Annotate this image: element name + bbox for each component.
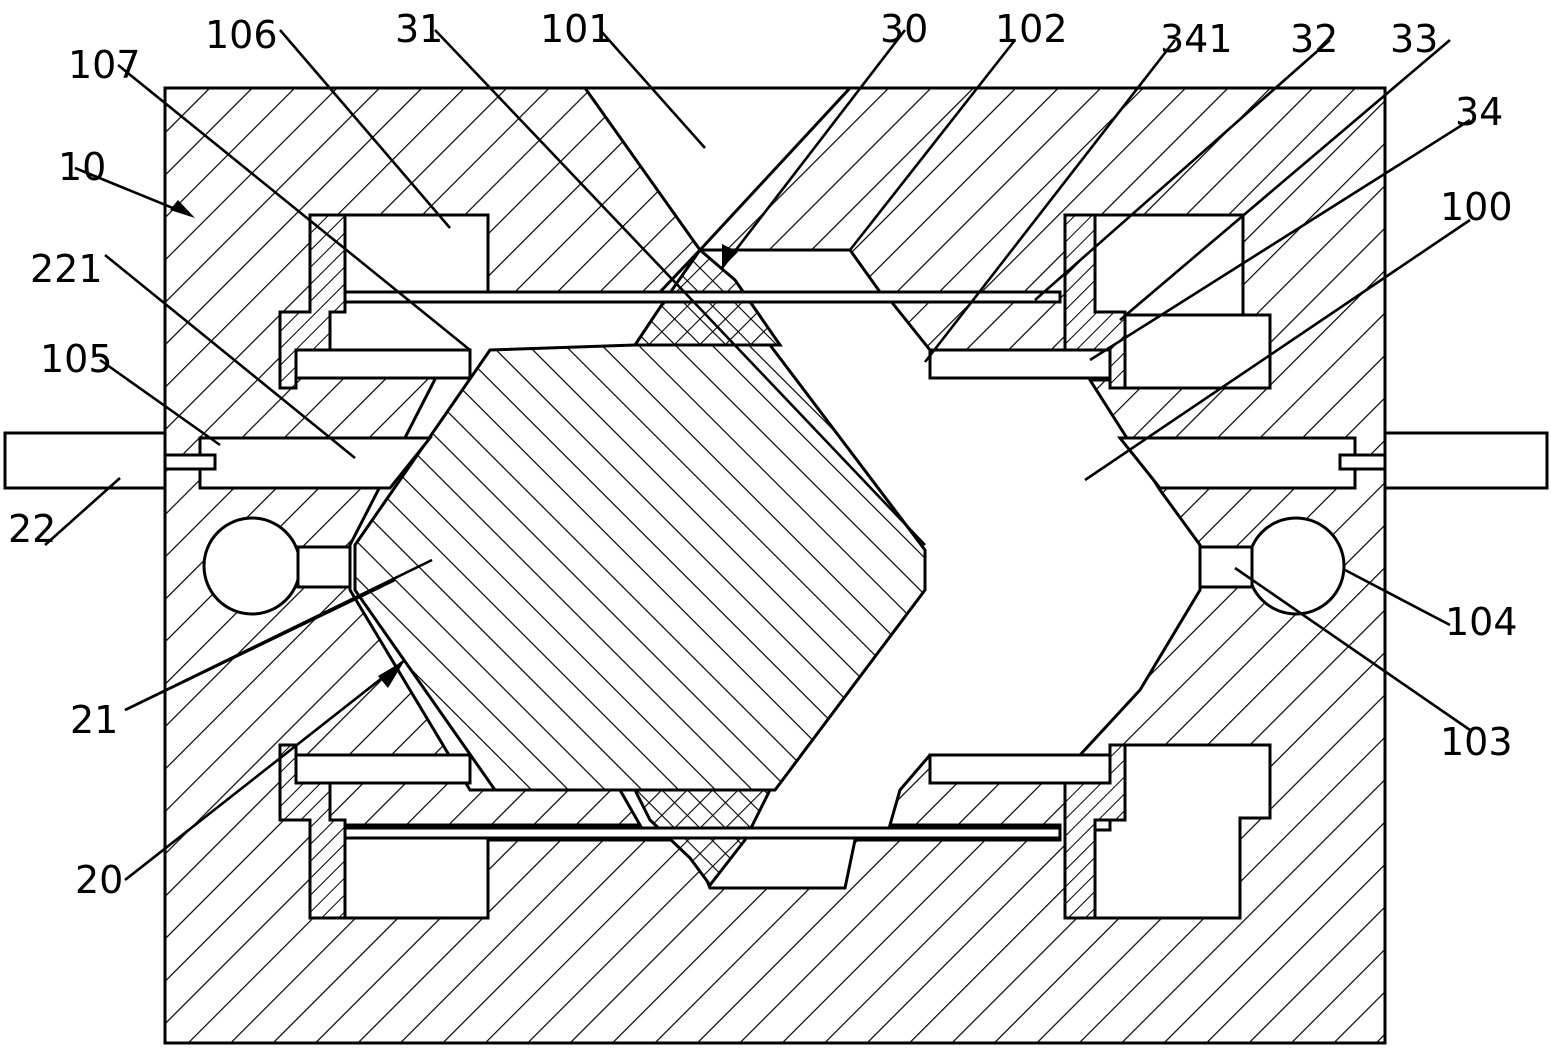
ball-104-left (202, 516, 302, 616)
rail-top (343, 290, 1062, 304)
chamber-bottom-left (343, 828, 490, 920)
arrowhead-30 (722, 244, 738, 268)
spring-top-right (928, 348, 1112, 380)
chamber-106 (343, 213, 490, 295)
stem-22-right (1383, 431, 1549, 490)
spring-top-left (293, 348, 472, 380)
label-105: 105 (40, 337, 113, 381)
leader-lines (44, 29, 1471, 882)
stem-22-left (3, 431, 167, 490)
inlet-101 (582, 86, 854, 253)
spring-bottom-right (928, 753, 1112, 785)
bracket-bottom-right (1063, 743, 1127, 920)
label-106: 106 (205, 13, 278, 57)
arrowhead-10 (170, 200, 195, 218)
label-34: 34 (1455, 90, 1503, 134)
label-31: 31 (395, 7, 443, 51)
label-33: 33 (1390, 17, 1438, 61)
label-100: 100 (1440, 185, 1513, 229)
spring-bottom-left (293, 753, 472, 785)
plug-103-right (1198, 545, 1254, 589)
label-10: 10 (58, 145, 106, 189)
label-21: 21 (70, 698, 118, 742)
rail-bottom (343, 826, 1062, 840)
label-107: 107 (68, 43, 141, 87)
chamber-top-right (1093, 213, 1245, 317)
label-102: 102 (995, 7, 1068, 51)
guide-rails (293, 290, 1112, 840)
label-104: 104 (1445, 600, 1518, 644)
label-32: 32 (1290, 17, 1338, 61)
bracket-bottom-left (278, 743, 347, 920)
channel-105-left (163, 453, 217, 471)
chamber-right-step (1108, 313, 1272, 390)
wedge-right (1116, 436, 1357, 490)
bracket-107-top-left (278, 213, 347, 390)
label-221: 221 (30, 247, 103, 291)
arrowhead-20 (378, 660, 405, 688)
label-103: 103 (1440, 720, 1513, 764)
ball-104-right (1246, 516, 1346, 616)
chamber-bottom-right (1093, 743, 1272, 920)
brackets (278, 213, 1127, 920)
channel-right (1338, 453, 1387, 471)
label-341: 341 (1160, 17, 1233, 61)
label-20: 20 (75, 858, 123, 902)
label-101: 101 (540, 7, 613, 51)
label-30: 30 (880, 7, 928, 51)
label-22: 22 (8, 507, 56, 551)
plug-103-left (296, 545, 352, 589)
wedge-221-left (198, 436, 434, 490)
